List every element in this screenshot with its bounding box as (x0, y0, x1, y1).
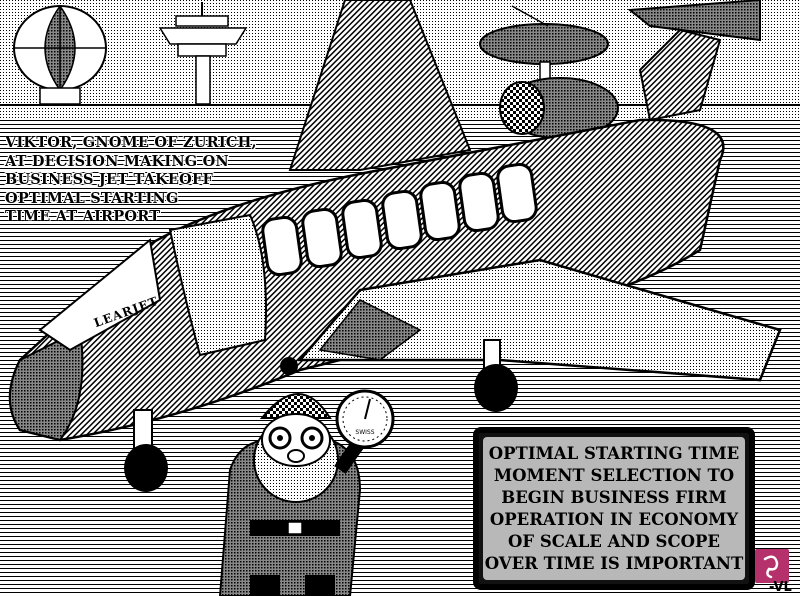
caption-line: OPTIMAL STARTING (5, 189, 179, 207)
caption-line: VIKTOR, GNOME OF ZURICH, (5, 134, 257, 151)
caption-line: BUSINESS JET TAKEOFF (5, 171, 214, 188)
gnome-hat (259, 393, 332, 419)
note-line: MOMENT SELECTION TO (493, 465, 735, 485)
stylized-script-logo-icon (755, 549, 789, 583)
gnome-viktor (218, 357, 376, 596)
tail-stabilizer (627, 0, 761, 42)
wing-root (318, 299, 422, 361)
note-box: OPTIMAL STARTING TIME MOMENT SELECTION T… (473, 427, 755, 590)
stopwatch-icon: SWISS (335, 389, 395, 449)
cockpit-window (38, 238, 162, 352)
stopwatch-label: SWISS (355, 429, 374, 436)
note-box-text: OPTIMAL STARTING TIME MOMENT SELECTION T… (483, 437, 745, 580)
caption-line: AT DECISION MAKING ON (5, 152, 229, 170)
caption-text: VIKTOR, GNOME OF ZURICH, AT DECISION MAK… (5, 134, 265, 227)
cabin-door (168, 213, 267, 357)
tail-fin (288, 0, 472, 171)
artist-signature: -VL (769, 580, 792, 595)
note-line: BEGIN BUSINESS FIRM (501, 487, 727, 507)
note-line: OF SCALE AND SCOPE (508, 531, 720, 551)
note-line: OPTIMAL STARTING TIME (488, 443, 740, 463)
cabin-windows (261, 162, 538, 277)
note-line: OPERATION IN ECONOMY (489, 509, 739, 529)
nose-landing-gear (124, 409, 168, 492)
caption-line: TIME AT AIRPORT (5, 208, 161, 225)
main-landing-gear (474, 339, 518, 412)
control-tower (158, 2, 248, 105)
rear-stabilizer (638, 28, 722, 122)
note-line: OVER TIME IS IMPORTANT (484, 553, 744, 573)
radar-dome (13, 5, 107, 105)
